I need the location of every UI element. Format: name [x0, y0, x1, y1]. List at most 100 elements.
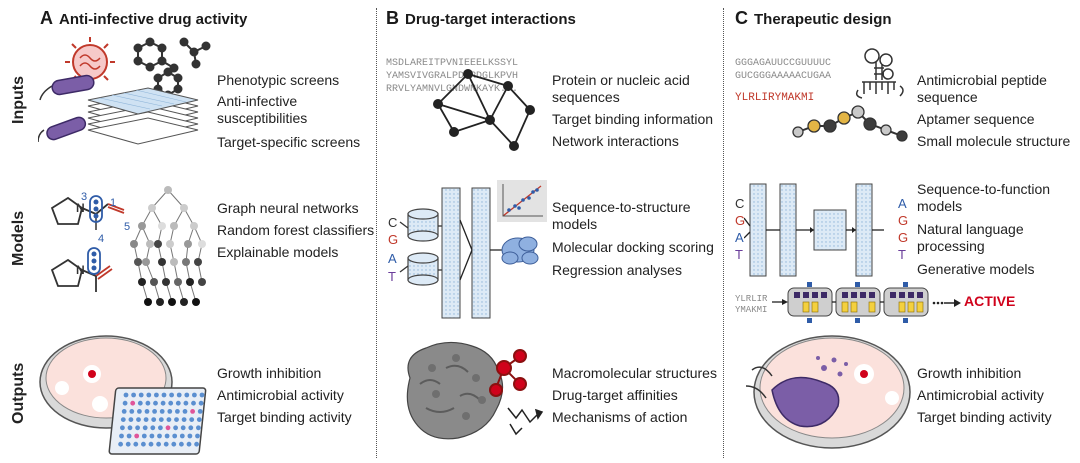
well: [128, 417, 134, 422]
well: [130, 400, 136, 406]
token-square: [855, 318, 860, 323]
panel-c-output-3: Target binding activity: [917, 409, 1052, 425]
panel-b-base-t: T: [388, 269, 396, 284]
separator-ab: [376, 8, 377, 458]
panel-c-in-base-c: C: [735, 196, 745, 211]
panel-b-title: Drug-target interactions: [405, 11, 576, 28]
molecule-icon: [133, 37, 211, 100]
panel-c-peptide-split-2: YMAKMI: [735, 305, 768, 315]
panel-c-out-base-g1: G: [898, 213, 909, 228]
panel-c-peptide-split-1: YLRLIR: [735, 294, 768, 304]
well: [187, 433, 193, 439]
panel-b-base-g: G: [388, 232, 399, 247]
panel-c-out-base-g2: G: [898, 230, 909, 245]
well: [183, 400, 189, 406]
panel-c-rna-line-2: GUCGGGAAAAACUGAA: [735, 71, 832, 82]
virus-icon: [65, 37, 115, 87]
panel-a-model-2: Random forest classifiers: [217, 222, 375, 238]
well: [199, 392, 205, 398]
well: [168, 400, 174, 406]
token-square: [855, 282, 860, 287]
panel-b-input-4: Network interactions: [552, 133, 679, 149]
panel-b-model-1: Sequence-to-structure: [552, 199, 691, 215]
well: [157, 433, 162, 439]
well: [179, 441, 184, 447]
well: [121, 409, 127, 414]
well: [137, 409, 142, 414]
token-square: [821, 292, 827, 298]
well: [125, 441, 131, 447]
panel-a-output-1: Growth inhibition: [217, 365, 322, 381]
well: [129, 409, 135, 414]
row-label-outputs: Outputs: [10, 362, 27, 424]
token-square: [903, 282, 908, 287]
well: [146, 392, 152, 398]
panel-c-title: Therapeutic design: [754, 11, 892, 28]
well: [194, 441, 200, 447]
panel-a-input-2: Anti-infective: [217, 93, 298, 109]
well: [197, 409, 203, 414]
panel-b-base-a: A: [388, 251, 397, 266]
panel-a-output-3: Target binding activity: [217, 409, 352, 425]
panel-c-models-illustration: [744, 183, 884, 277]
well: [120, 417, 126, 422]
well: [176, 392, 182, 398]
panel-a-input-4: Target-specific screens: [217, 134, 361, 150]
panel-c-model-4: processing: [917, 238, 985, 254]
well: [191, 400, 196, 406]
panel-c-in-base-g: G: [735, 213, 746, 228]
well: [164, 433, 170, 439]
token-square: [899, 292, 905, 298]
panel-a-title: Anti-infective drug activity: [59, 11, 248, 28]
well: [153, 400, 158, 406]
token-square: [851, 292, 857, 298]
well: [158, 425, 163, 431]
panel-c-input-2: sequence: [917, 89, 978, 105]
token-square: [850, 301, 858, 313]
petri-dish-icon: [39, 335, 173, 429]
panel-a-model-1: Graph neural networks: [217, 200, 359, 216]
well: [175, 409, 180, 414]
panel-a-output-2: Antimicrobial activity: [217, 387, 344, 403]
well: [118, 441, 123, 447]
token-square: [869, 292, 875, 298]
panel-c-input-1: Antimicrobial peptide: [917, 72, 1047, 88]
panel-a-input-3: susceptibilities: [217, 110, 308, 126]
token-square: [868, 301, 876, 313]
lysed-bacterium-icon: [745, 356, 848, 428]
panel-a-models-illustration: N 3 1 5 4 N: [50, 186, 206, 306]
panel-c-output-1: Growth inhibition: [917, 365, 1022, 381]
well: [151, 417, 157, 422]
panel-a-inputs-illustration: [38, 37, 211, 145]
panel-b-model-4: Regression analyses: [552, 262, 682, 278]
token-square: [807, 282, 812, 287]
well: [196, 425, 201, 431]
panel-a-input-1: Phenotypic screens: [217, 72, 340, 88]
token-square: [916, 301, 924, 313]
panel-b-protein-illustration: [501, 236, 539, 265]
well: [160, 400, 166, 406]
macromolecule-icon: [406, 341, 504, 440]
well: [182, 409, 188, 414]
panel-b-input-1: Protein or nucleic acid: [552, 72, 690, 88]
panel-b-network-illustration: [433, 69, 535, 151]
well: [143, 417, 149, 422]
well: [148, 441, 154, 447]
well: [173, 425, 179, 431]
token-square: [803, 292, 809, 298]
well: [123, 392, 129, 398]
well: [133, 441, 139, 447]
panel-b-header: B Drug-target interactions: [386, 8, 576, 29]
panel-c-active-label: ACTIVE: [964, 293, 1016, 309]
well: [165, 425, 171, 431]
panel-b-input-3: Target binding information: [552, 111, 714, 127]
well: [192, 392, 197, 398]
panel-b-letter: B: [386, 8, 399, 28]
panel-a-outputs-illustration: [39, 335, 207, 455]
panel-a-model-3: Explainable models: [217, 244, 339, 260]
token-square: [807, 318, 812, 323]
token-square: [903, 318, 908, 323]
